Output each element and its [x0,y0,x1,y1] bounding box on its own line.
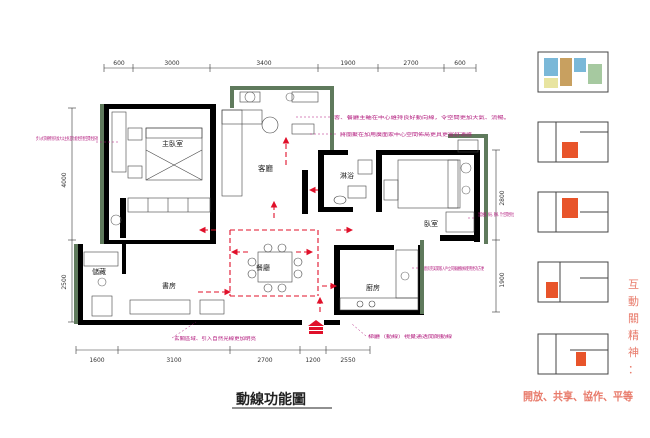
vertical-phrase-group: 互動關精神 ： [628,278,639,376]
bottom-dimension-line [75,346,371,354]
top-dim-5: 2700 [403,60,418,67]
room-label-storage: 儲藏 [92,267,106,276]
bottom-dim-5: 2550 [340,357,355,364]
vertical-phrase-char: 關 [628,312,639,325]
flow-lines [198,136,354,312]
vertical-phrase-char: 互 [628,278,639,291]
entrance-icon [308,320,324,334]
vertical-phrase-char: 動 [628,294,639,308]
kitchen-note: 廚房完美開敞入戶立同餐廳動線使用更為方便 [424,265,484,272]
right-dim-1: 2800 [499,190,506,205]
side-thumbnails [537,51,609,375]
annotation-leaders [96,116,474,339]
room-label-dining-room: 餐廳 [256,263,270,272]
bedroom-note: 溫度維護、採光、動線、尺寸空間更到位 [478,211,514,218]
top-dim-6: 600 [454,60,466,67]
top-dimension-line [103,64,477,72]
living-note-2: 將團聚在加用廣面家中心空間佈局更具更富舒適感 [340,131,473,138]
walls [74,86,488,325]
right-dim-2: 1900 [499,272,506,287]
furniture [83,91,479,317]
plan-title: 動線功能圖 [236,391,306,408]
bottom-dim-2: 3100 [166,357,181,364]
bottom-dim-4: 1200 [305,357,320,364]
top-dim-2: 3000 [164,60,179,67]
entry-note: 玄關區域、引入自然光線更加明亮 [174,335,256,342]
slogan: 開放、共享、協作、平等 [523,389,633,403]
room-label-kitchen: 廚房 [366,283,380,292]
room-label-living-room: 客廳 [258,163,273,173]
vertical-phrase-char: ： [628,363,639,376]
top-dim-4: 1900 [340,60,355,67]
left-dim-1: 4000 [61,172,68,187]
living-note-1: 客、餐廳主軸在中心維持良好動向線，令空間更加大氣、流暢。 [334,114,510,121]
right-dimension-line [492,149,500,313]
top-dim-3: 3400 [256,60,271,67]
room-label-bedroom: 臥室 [424,219,438,228]
master-note-line: 步入式衣櫃特別的加大以主臥室功能更完善空間更舒適 [36,135,98,142]
room-label-master-bedroom: 主臥室 [162,139,183,148]
plant-symbols [97,91,472,287]
bottom-note: 梯廳（動線）視覺通透開朗動線 [368,333,453,340]
vertical-phrase: 互動關精神 ： [628,278,639,376]
room-label-bathroom: 淋浴 [340,171,354,180]
vertical-phrase-char: 精 [628,329,639,342]
thumbnail-5 [537,333,609,375]
bottom-dim-3: 2700 [257,357,272,364]
thumbnail-3 [537,191,609,233]
thumbnail-1 [537,51,609,93]
left-dim-2: 2500 [61,274,68,289]
thumbnail-4 [537,261,609,303]
room-label-study: 書房 [162,281,176,290]
thumbnail-2 [537,121,609,163]
bottom-dim-1: 1600 [89,357,104,364]
vertical-phrase-char: 神 [628,345,639,359]
top-dim-1: 600 [113,60,125,67]
